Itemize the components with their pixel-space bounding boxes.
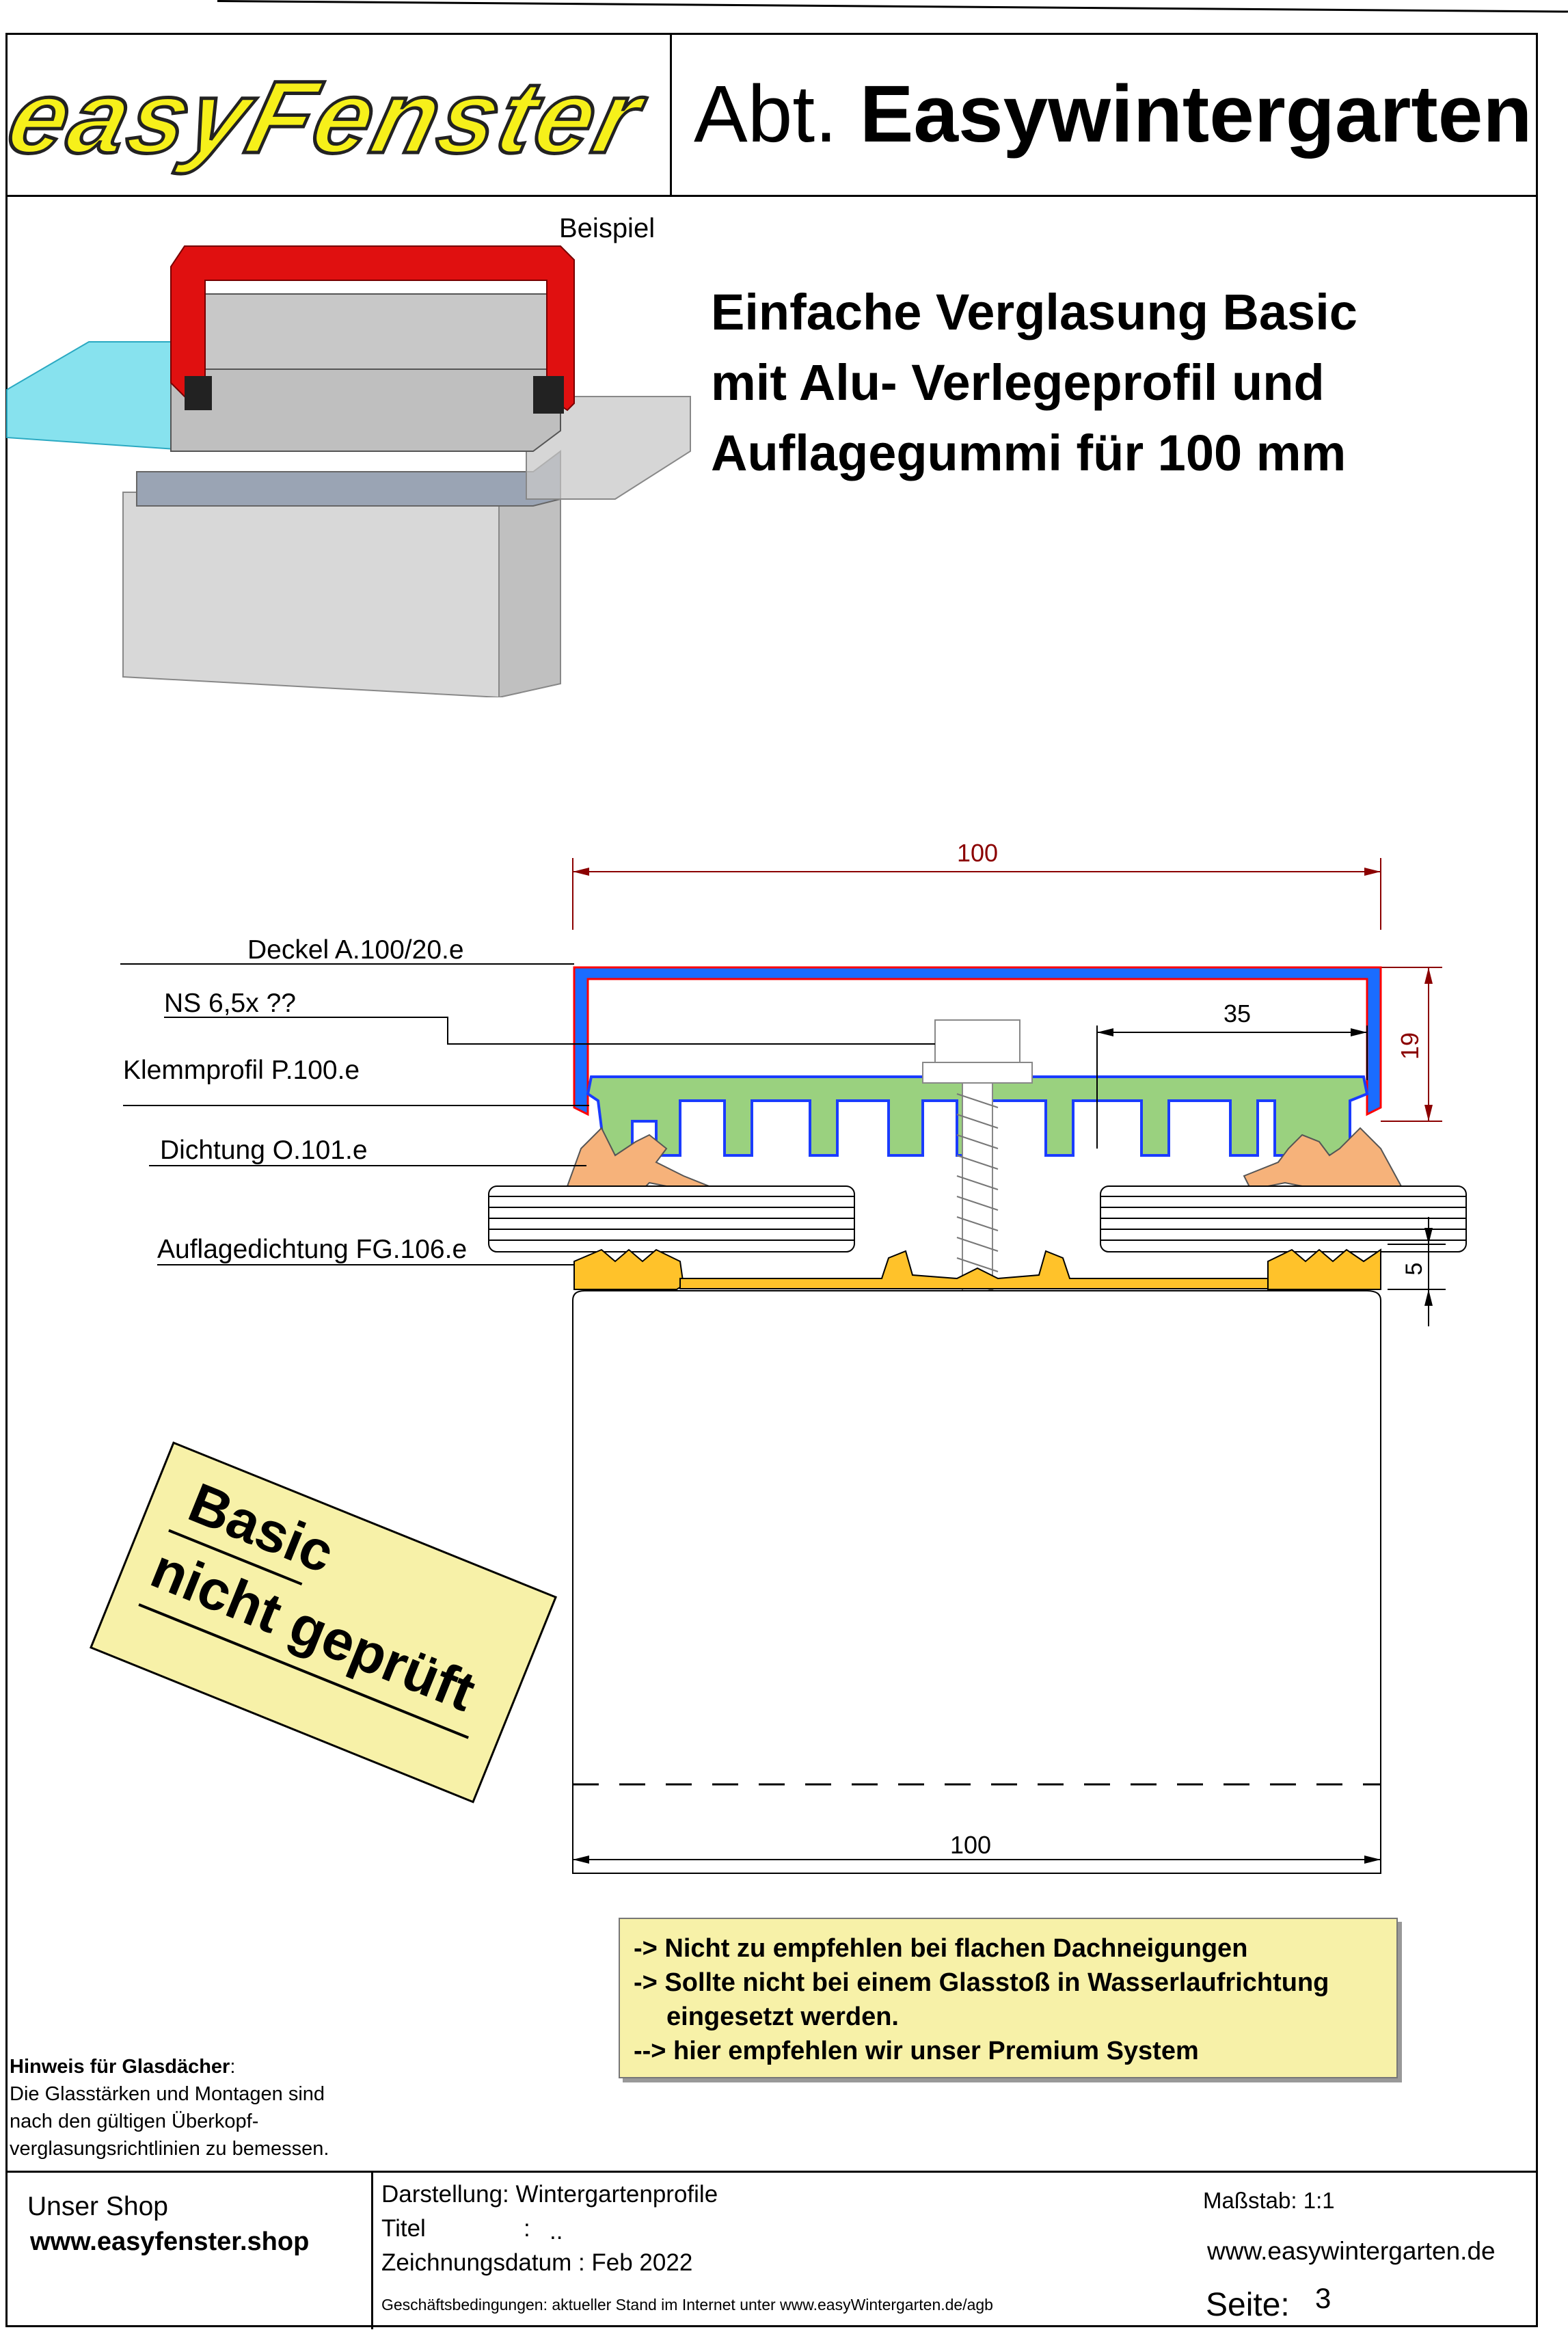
header-title: Abt. Easywintergarten xyxy=(683,68,1532,161)
main-title-line-3: Auflagegummi für 100 mm xyxy=(711,425,1347,481)
screw-head-washer xyxy=(922,1062,1033,1084)
deckel-profile xyxy=(573,966,1382,1116)
main-title-line-1: Einfache Verglasung Basic xyxy=(711,284,1357,340)
easyfenster-logo: easyFenster xyxy=(0,59,659,176)
label-deckel: Deckel A.100/20.e xyxy=(247,935,464,965)
right-glass-pane xyxy=(526,396,691,500)
right-seal xyxy=(533,376,564,414)
dim-19-value: 19 xyxy=(1396,1032,1424,1060)
website[interactable]: www.easywintergarten.de xyxy=(1207,2237,1496,2265)
glass-left xyxy=(488,1185,855,1252)
seite-label: Seite: xyxy=(1206,2287,1290,2323)
dim-top-value: 100 xyxy=(957,839,998,867)
recommendation-note: -> Nicht zu empfehlen bei flachen Dachne… xyxy=(619,1918,1398,2078)
zeichnungsdatum: Zeichnungsdatum : Feb 2022 xyxy=(381,2249,693,2276)
note-line-1: -> Nicht zu empfehlen bei flachen Dachne… xyxy=(634,1934,1248,1963)
dichtung-left xyxy=(566,1127,718,1191)
titel-label: Titel xyxy=(381,2215,426,2242)
auflage-left-teeth xyxy=(573,1248,685,1290)
dim-5-value: 5 xyxy=(1401,1263,1427,1276)
logo-text: easyFenster xyxy=(5,60,657,174)
label-ns: NS 6,5x ?? xyxy=(164,989,296,1018)
label-dichtung: Dichtung O.101.e xyxy=(160,1136,368,1165)
logo-cell: easyFenster xyxy=(0,33,672,197)
main-title-line-2: mit Alu- Verlegeprofil und xyxy=(711,354,1325,411)
clamp-top xyxy=(198,293,568,370)
example-label: Beispiel xyxy=(559,213,655,243)
label-auflage: Auflagedichtung FG.106.e xyxy=(157,1235,468,1264)
bottom-dimension xyxy=(572,1819,1381,1873)
top-edge-line xyxy=(217,0,1568,13)
shop-url[interactable]: www.easyfenster.shop xyxy=(30,2227,310,2256)
left-seal xyxy=(185,376,212,410)
screw-head-top xyxy=(934,1019,1020,1063)
example-3d-illustration xyxy=(6,245,691,697)
footer-info-cell: Darstellung: Wintergartenprofile Titel :… xyxy=(373,2173,1193,2329)
note-line-4: --> hier empfehlen wir unser Premium Sys… xyxy=(634,2037,1199,2065)
dim-35-value: 35 xyxy=(1224,1000,1251,1028)
main-title: Einfache Verglasung Basic mit Alu- Verle… xyxy=(711,277,1357,488)
agb-text[interactable]: Geschäftsbedingungen: aktueller Stand im… xyxy=(381,2296,993,2314)
label-klemmprofil: Klemmprofil P.100.e xyxy=(123,1056,360,1085)
auflage-right-teeth xyxy=(1267,1248,1381,1290)
timber-post xyxy=(572,1290,1381,1874)
note-line-3: eingesetzt werden. xyxy=(666,2002,899,2031)
title-block: Unser Shop www.easyfenster.shop Darstell… xyxy=(5,2171,1538,2329)
title-main: Easywintergarten xyxy=(859,68,1532,159)
hint-colon: : xyxy=(230,2056,236,2078)
leader-ns xyxy=(164,1017,935,1045)
sheet-frame xyxy=(5,33,1538,2327)
glass-right xyxy=(1100,1185,1467,1252)
dim-bottom-value: 100 xyxy=(950,1831,992,1859)
hint-line-3: verglasungsrichtlinien zu bemessen. xyxy=(10,2138,329,2160)
footer-shop-cell: Unser Shop www.easyfenster.shop xyxy=(5,2173,373,2329)
hint-line-1: Die Glasstärken und Montagen sind xyxy=(10,2083,325,2105)
seite-value: 3 xyxy=(1315,2282,1332,2314)
title-prefix: Abt. xyxy=(694,68,837,159)
note-line-2: -> Sollte nicht bei einem Glasstoß in Wa… xyxy=(634,1968,1329,1997)
shop-label: Unser Shop xyxy=(27,2192,168,2221)
titel-value: .. xyxy=(550,2218,563,2244)
glass-roof-hint: Hinweis für Glasdächer: Die Glasstärken … xyxy=(10,2053,329,2162)
red-cover xyxy=(170,245,575,412)
header-title-cell: Abt. Easywintergarten xyxy=(672,33,1538,197)
clamp-profile xyxy=(170,362,561,452)
darstellung: Darstellung: Wintergartenprofile xyxy=(381,2181,718,2208)
gasket-strip xyxy=(136,450,561,507)
cross-section-drawing: 100 19 35 xyxy=(120,839,1467,1874)
titel-colon: : xyxy=(524,2215,530,2242)
hint-line-2: nach den gültigen Überkopf- xyxy=(10,2110,259,2132)
massstab: Maßstab: 1:1 xyxy=(1203,2188,1335,2213)
hint-title: Hinweis für Glasdächer xyxy=(10,2056,230,2078)
